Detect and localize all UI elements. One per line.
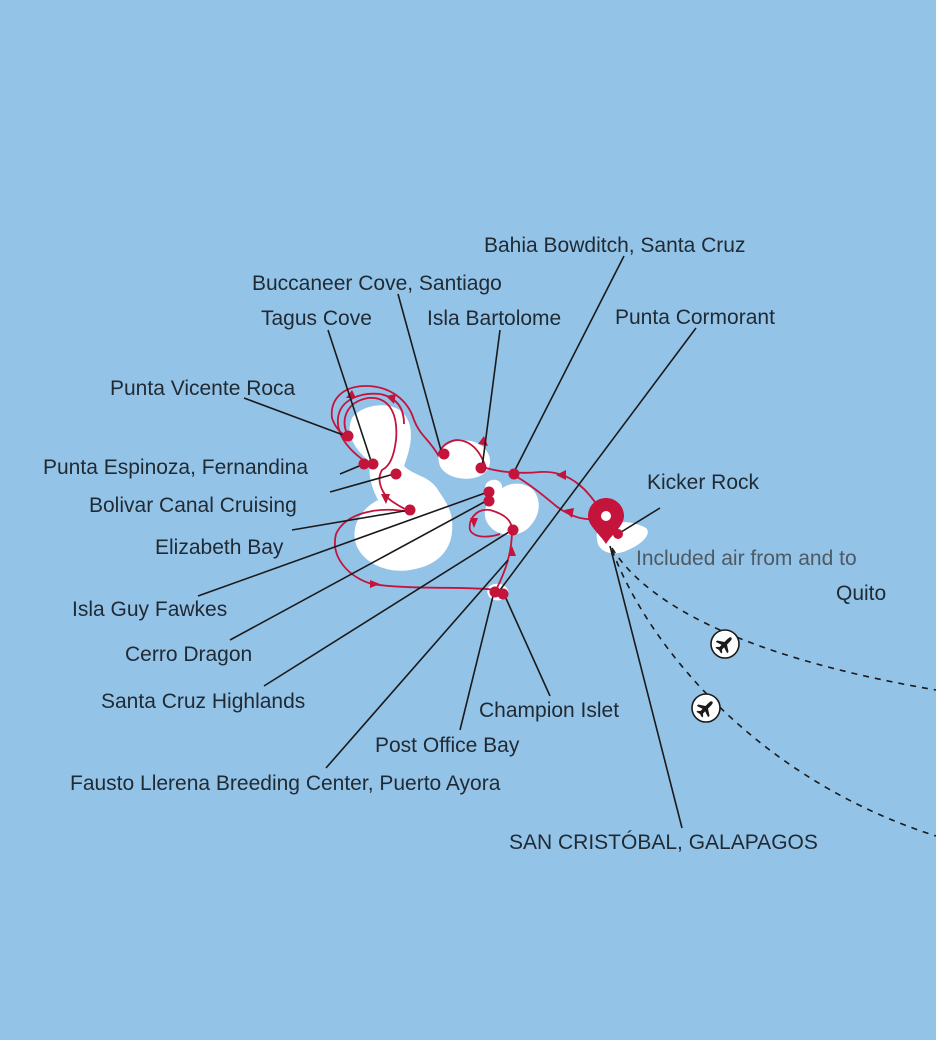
island-isabela	[349, 405, 453, 571]
route-arrow	[470, 518, 478, 528]
label-post-office-bay[interactable]: Post Office Bay	[375, 734, 520, 757]
label-champion-islet[interactable]: Champion Islet	[479, 699, 619, 722]
stop-marker-buccaneer-cove[interactable]	[438, 448, 450, 460]
flight-routes	[611, 547, 936, 837]
leader-lines	[197, 255, 697, 829]
label-tagus-cove[interactable]: Tagus Cove	[261, 307, 372, 330]
stop-marker-bolivar-canal[interactable]	[390, 468, 402, 480]
stop-marker-isla-bartolome[interactable]	[475, 462, 487, 474]
leader-buccaneer-cove	[397, 293, 443, 455]
route-arrow	[370, 580, 380, 588]
label-santa-cruz-highlands[interactable]: Santa Cruz Highlands	[101, 690, 305, 713]
stop-marker-cerro-dragon[interactable]	[483, 495, 495, 507]
label-fausto-llerena[interactable]: Fausto Llerena Breeding Center, Puerto A…	[70, 772, 501, 795]
route-arrow	[564, 508, 574, 518]
leader-post-office-bay	[459, 591, 495, 731]
leader-tagus-cove	[327, 329, 373, 465]
air-note-line2: Quito	[836, 582, 886, 605]
leader-bolivar-canal	[329, 473, 395, 493]
route-segment-north-loop	[337, 392, 405, 467]
stop-marker-isla-guy-fawkes[interactable]	[483, 486, 495, 498]
label-bolivar-canal[interactable]: Bolivar Canal Cruising	[89, 494, 297, 517]
stop-marker-punta-vicente-roca[interactable]	[342, 430, 354, 442]
route-arrow	[508, 546, 516, 556]
label-bahia-bowditch[interactable]: Bahia Bowditch, Santa Cruz	[484, 234, 745, 257]
stop-marker-tagus-cove[interactable]	[367, 458, 379, 470]
cruise-route	[330, 385, 607, 591]
stop-labels: Bahia Bowditch, Santa Cruz Buccaneer Cov…	[43, 234, 886, 854]
label-punta-vicente-roca[interactable]: Punta Vicente Roca	[110, 377, 296, 400]
route-segment-loop	[343, 397, 411, 513]
label-san-cristobal[interactable]: SAN CRISTÓBAL, GALAPAGOS	[509, 831, 818, 854]
label-isla-guy-fawkes[interactable]: Isla Guy Fawkes	[72, 598, 227, 621]
stop-marker-santa-cruz-highlands[interactable]	[507, 524, 519, 536]
flight-route-lower	[611, 549, 936, 837]
airplane-icon	[710, 629, 740, 659]
stop-marker-elizabeth-bay[interactable]	[404, 504, 416, 516]
leader-champion-islet	[503, 593, 551, 697]
route-arrow	[346, 390, 356, 398]
stop-marker-punta-espinoza[interactable]	[358, 458, 370, 470]
route-arrow	[381, 494, 390, 504]
stop-markers	[342, 430, 623, 600]
leader-punta-cormorant	[499, 327, 697, 591]
label-isla-bartolome[interactable]: Isla Bartolome	[427, 307, 561, 330]
route-arrow	[556, 470, 566, 480]
route-segment-south	[334, 508, 497, 591]
label-buccaneer-cove[interactable]: Buccaneer Cove, Santiago	[252, 272, 502, 295]
airplane-icon	[691, 693, 721, 723]
stop-marker-bahia-bowditch[interactable]	[508, 468, 520, 480]
route-segment-main	[330, 385, 607, 521]
air-note-line1: Included air from and to	[636, 547, 857, 570]
location-pin-icon[interactable]	[588, 498, 624, 544]
leader-punta-vicente-roca	[243, 397, 347, 437]
leader-kicker-rock	[617, 507, 661, 535]
stop-marker-champion-islet[interactable]	[497, 588, 509, 600]
label-punta-cormorant[interactable]: Punta Cormorant	[615, 306, 775, 329]
leader-isla-bartolome	[481, 329, 501, 469]
leader-san-cristobal	[609, 545, 683, 829]
label-punta-espinoza[interactable]: Punta Espinoza, Fernandina	[43, 456, 308, 479]
leader-fausto-llerena	[325, 559, 509, 769]
route-arrow	[386, 394, 396, 404]
leader-santa-cruz-highlands	[263, 529, 513, 687]
leader-isla-guy-fawkes	[197, 491, 489, 597]
label-cerro-dragon[interactable]: Cerro Dragon	[125, 643, 252, 666]
route-segment-santa-cruz	[468, 508, 513, 591]
island-santa-cruz	[484, 483, 539, 535]
label-kicker-rock[interactable]: Kicker Rock	[647, 471, 760, 494]
leader-cerro-dragon	[229, 499, 489, 641]
leader-bahia-bowditch	[513, 255, 625, 473]
leader-elizabeth-bay	[291, 509, 411, 531]
label-elizabeth-bay[interactable]: Elizabeth Bay	[155, 536, 284, 559]
